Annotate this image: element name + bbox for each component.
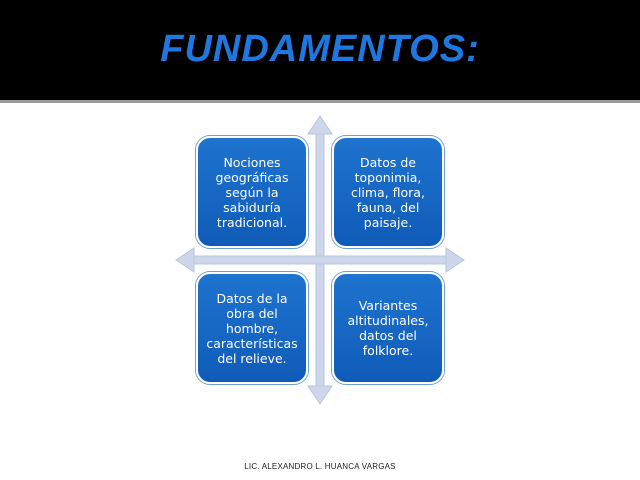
box-bottom-left: Datos de la obra del hombre, característ… bbox=[196, 272, 308, 384]
title-bar: FUNDAMENTOS: bbox=[0, 0, 640, 100]
box-bottom-right: Variantes altitudinales, datos del folkl… bbox=[332, 272, 444, 384]
box-top-left-label: Nociones geográficas según la sabiduría … bbox=[215, 154, 289, 230]
footer-author: LIC. ALEXANDRO L. HUANCA VARGAS bbox=[244, 462, 396, 471]
horizontal-arrow-shaft bbox=[189, 255, 451, 265]
down-arrowhead bbox=[307, 385, 333, 405]
box-bottom-left-label: Datos de la obra del hombre, característ… bbox=[206, 290, 298, 366]
header-divider bbox=[0, 100, 640, 103]
box-bottom-right-label: Variantes altitudinales, datos del folkl… bbox=[347, 298, 429, 358]
slide-title: FUNDAMENTOS: bbox=[160, 28, 480, 70]
box-top-left: Nociones geográficas según la sabiduría … bbox=[196, 136, 308, 248]
left-arrowhead bbox=[175, 247, 195, 273]
box-top-right: Datos de toponimia, clima, flora, fauna,… bbox=[332, 136, 444, 248]
right-arrowhead bbox=[445, 247, 465, 273]
box-top-right-label: Datos de toponimia, clima, flora, fauna,… bbox=[351, 154, 425, 230]
up-arrowhead bbox=[307, 115, 333, 135]
